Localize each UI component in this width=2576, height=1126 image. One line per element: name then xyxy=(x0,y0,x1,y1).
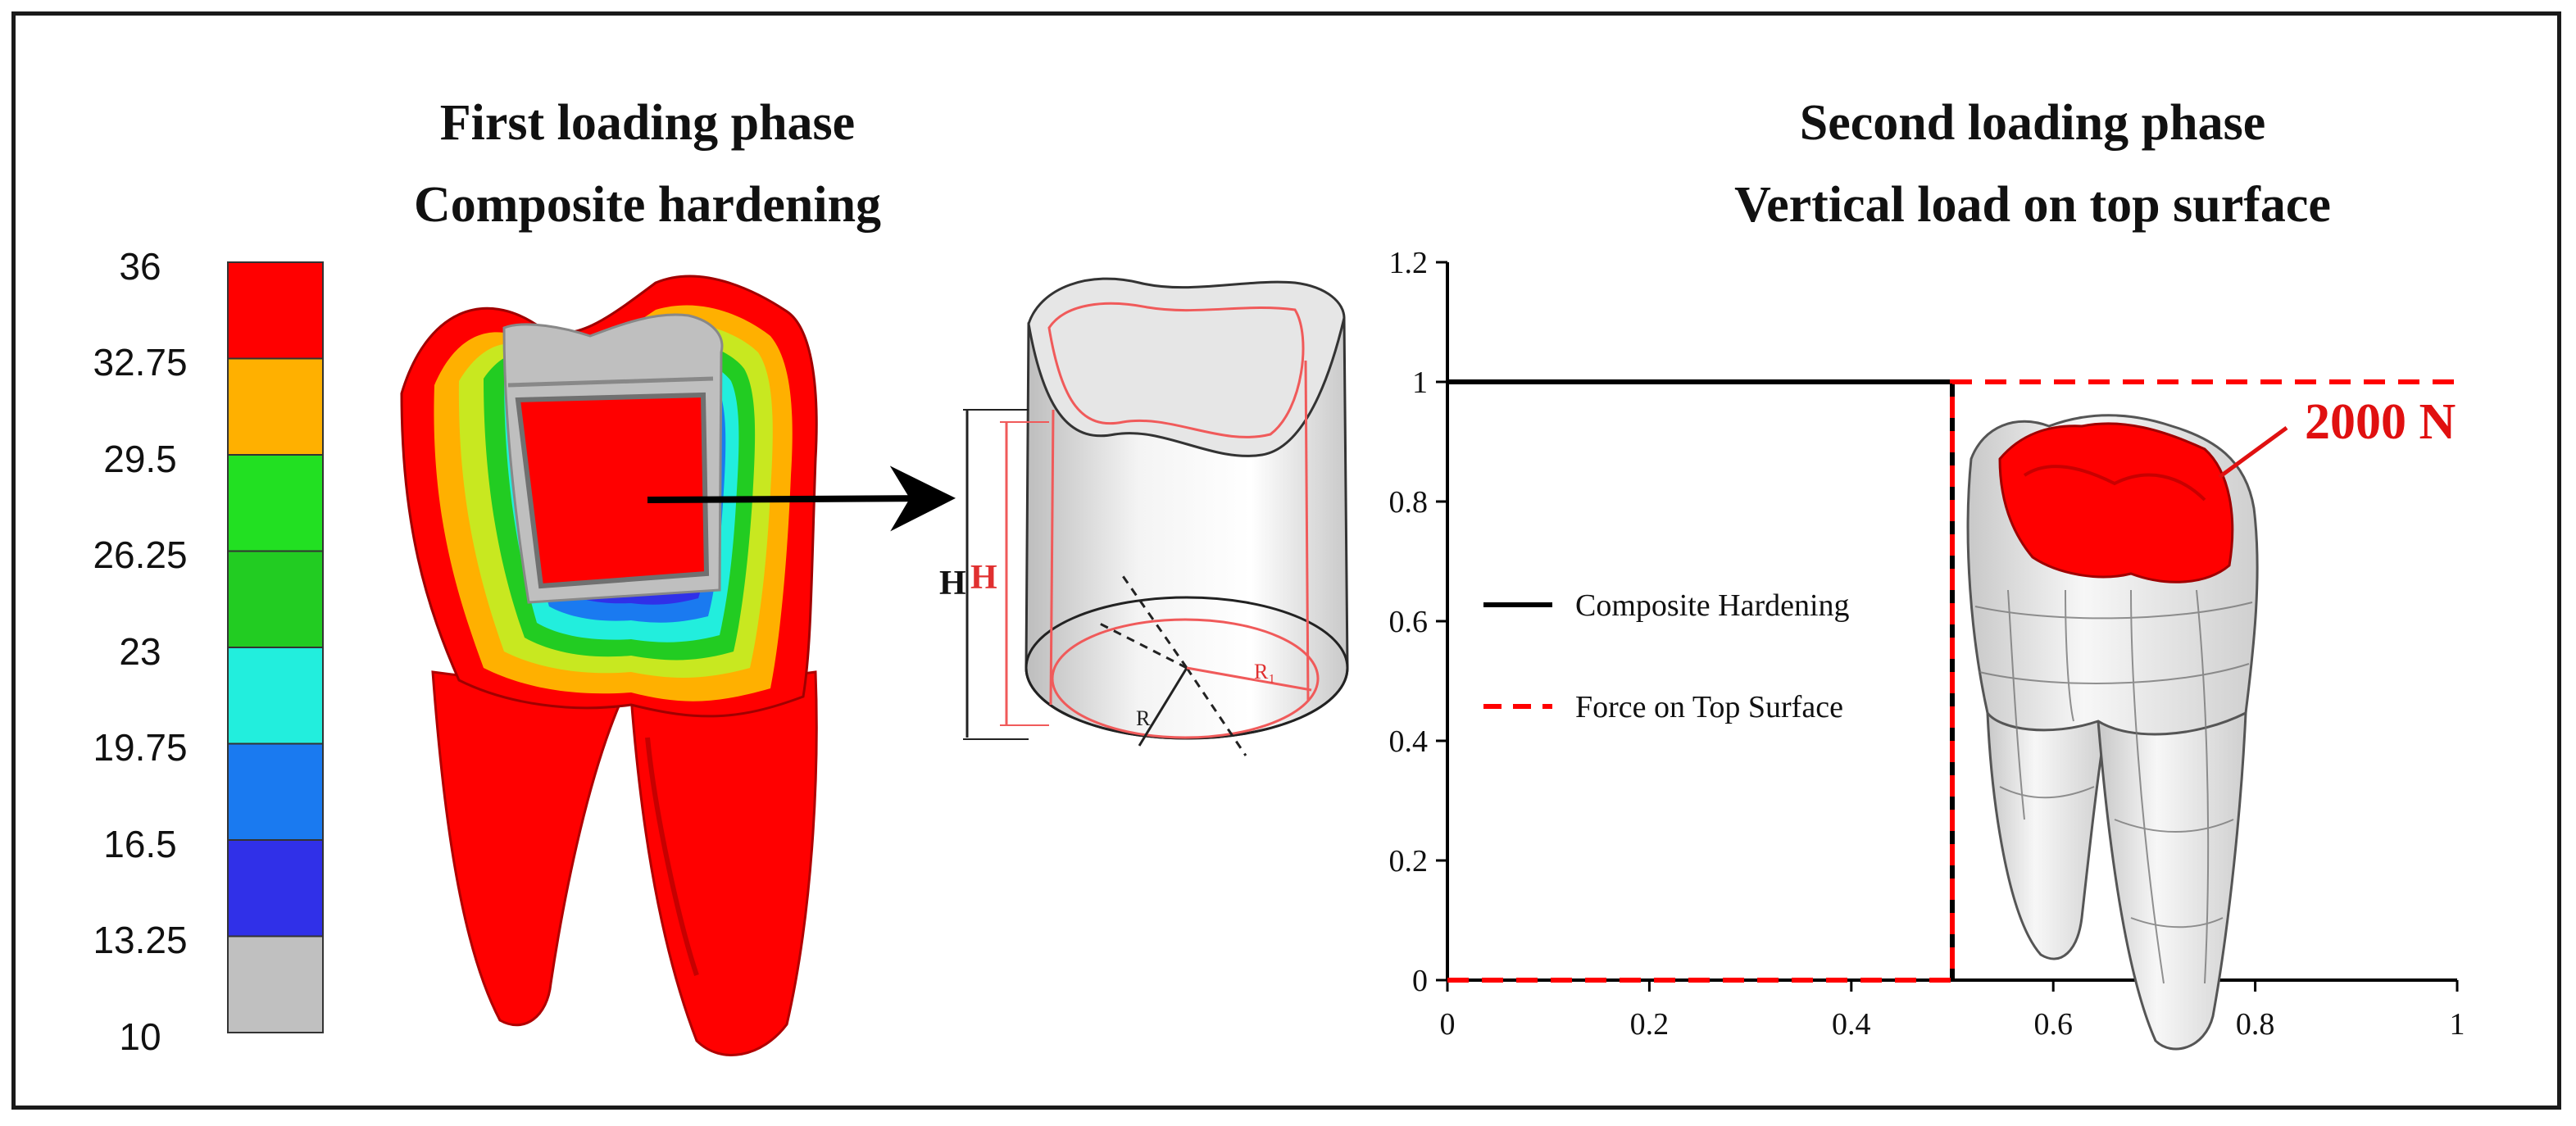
legend-entry: Force on Top Surface xyxy=(1575,690,1843,724)
colorbar-swatch xyxy=(227,261,324,360)
colorbar-swatch xyxy=(227,839,324,938)
legend-label: 16.5 xyxy=(103,823,177,865)
tooth-loaded-model xyxy=(1966,414,2259,1051)
cylinder-inner-height-label: H xyxy=(970,559,997,597)
figure-frame xyxy=(11,11,2561,1110)
colorbar xyxy=(227,261,324,1033)
legend-entry: Composite Hardening xyxy=(1575,588,1850,623)
legend-label: 36 xyxy=(119,245,161,288)
legend-label: 23 xyxy=(119,630,161,673)
colorbar-swatch xyxy=(227,935,324,1033)
series-line-force-on-top-surface xyxy=(1447,379,2457,983)
load-chart: 0 0.2 0.4 0.6 0.8 1 1.2 0 0.2 0.4 0.6 0.8 1 Composit… xyxy=(1389,246,2465,1042)
x-tick-label: 0 xyxy=(1440,1007,1456,1042)
colorbar-swatch xyxy=(227,647,324,745)
series-line-composite-hardening xyxy=(1447,379,1955,980)
y-tick-label: 0.4 xyxy=(1389,724,1429,759)
colorbar-swatch xyxy=(227,550,324,648)
x-tick-label: 0.2 xyxy=(1630,1007,1670,1042)
arrow-icon xyxy=(647,465,956,532)
force-label: 2000 N xyxy=(2305,394,2456,450)
legend-label: 10 xyxy=(119,1015,161,1058)
x-tick-label: 0.8 xyxy=(2236,1007,2275,1042)
left-title-line1: First loading phase xyxy=(439,95,856,151)
force-callout-line xyxy=(2218,425,2288,479)
x-tick-label: 1 xyxy=(2450,1007,2465,1042)
y-tick-label: 0 xyxy=(1412,964,1428,998)
y-tick-label: 1 xyxy=(1412,365,1428,400)
cylinder-height-label: H xyxy=(939,565,966,602)
right-title-line1: Second loading phase xyxy=(1799,95,2266,151)
tooth-contour-plot xyxy=(400,275,818,1056)
colorbar-swatch xyxy=(227,742,324,841)
cylinder-inner-radius-label: R₁ xyxy=(1254,660,1275,683)
legend-label: 32.75 xyxy=(93,341,188,384)
y-tick-label: 0.6 xyxy=(1389,605,1429,639)
colorbar-swatch xyxy=(227,454,324,552)
left-title-line2: Composite hardening xyxy=(413,177,882,233)
cylinder-model: H H R R₁ xyxy=(939,277,1349,756)
y-tick-label: 0.8 xyxy=(1389,485,1429,520)
y-tick-label: 0.2 xyxy=(1389,844,1429,879)
legend-label: 19.75 xyxy=(93,726,188,769)
y-tick-label: 1.2 xyxy=(1389,246,1429,280)
x-tick-label: 0.4 xyxy=(1832,1007,1871,1042)
legend-label: 13.25 xyxy=(93,919,188,961)
x-tick-label: 0.6 xyxy=(2033,1007,2073,1042)
right-title-line2: Vertical load on top surface xyxy=(1734,177,2331,233)
cylinder-radius-label: R xyxy=(1136,706,1151,730)
colorbar-swatch xyxy=(227,357,324,456)
legend-label: 26.25 xyxy=(93,533,188,576)
legend-label: 29.5 xyxy=(103,438,177,480)
